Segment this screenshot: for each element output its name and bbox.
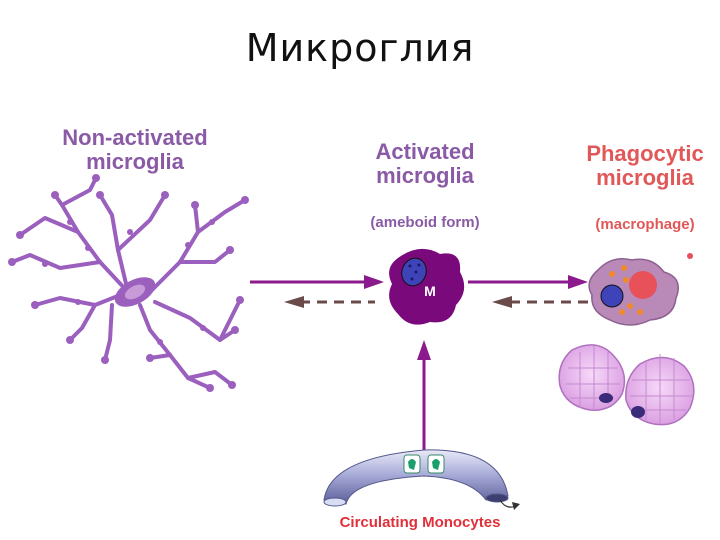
nucleus-granules (408, 263, 421, 281)
macrophage-granules (609, 265, 643, 315)
macrophage-label: (macrophage) (595, 216, 695, 233)
phagocytic-microglia-label: Phagocytic microglia (586, 141, 704, 190)
deactivation-dashed-arrow (284, 296, 375, 308)
ramified-microglia-nucleus (124, 284, 146, 300)
slide-title: Микроглия (245, 26, 475, 70)
engulfed-cell-right (625, 354, 695, 426)
activated-nucleus-letter: M (424, 283, 436, 299)
phagocytosed-vacuole (629, 271, 657, 299)
ameboid-form-label: (ameboid form) (370, 214, 480, 231)
engulfed-cell-left (558, 344, 626, 411)
nonactivated-microglia-label: Non-activated microglia (62, 125, 208, 174)
activation-arrow (250, 275, 384, 289)
circulating-monocyte-2 (427, 454, 445, 474)
circulating-monocyte-1 (403, 454, 421, 474)
activated-microglia-label: Activated microglia (375, 139, 475, 188)
phagocytosis-arrow (468, 275, 588, 289)
reversal-dashed-arrow (492, 296, 588, 308)
blood-vessel (323, 449, 509, 505)
macrophage-nucleus (600, 284, 624, 308)
extracellular-particle (687, 253, 693, 259)
circulating-monocytes-label: Circulating Monocytes (339, 514, 501, 531)
ramified-microglia-spines (8, 174, 249, 392)
monocyte-infiltration-arrow (417, 340, 431, 452)
